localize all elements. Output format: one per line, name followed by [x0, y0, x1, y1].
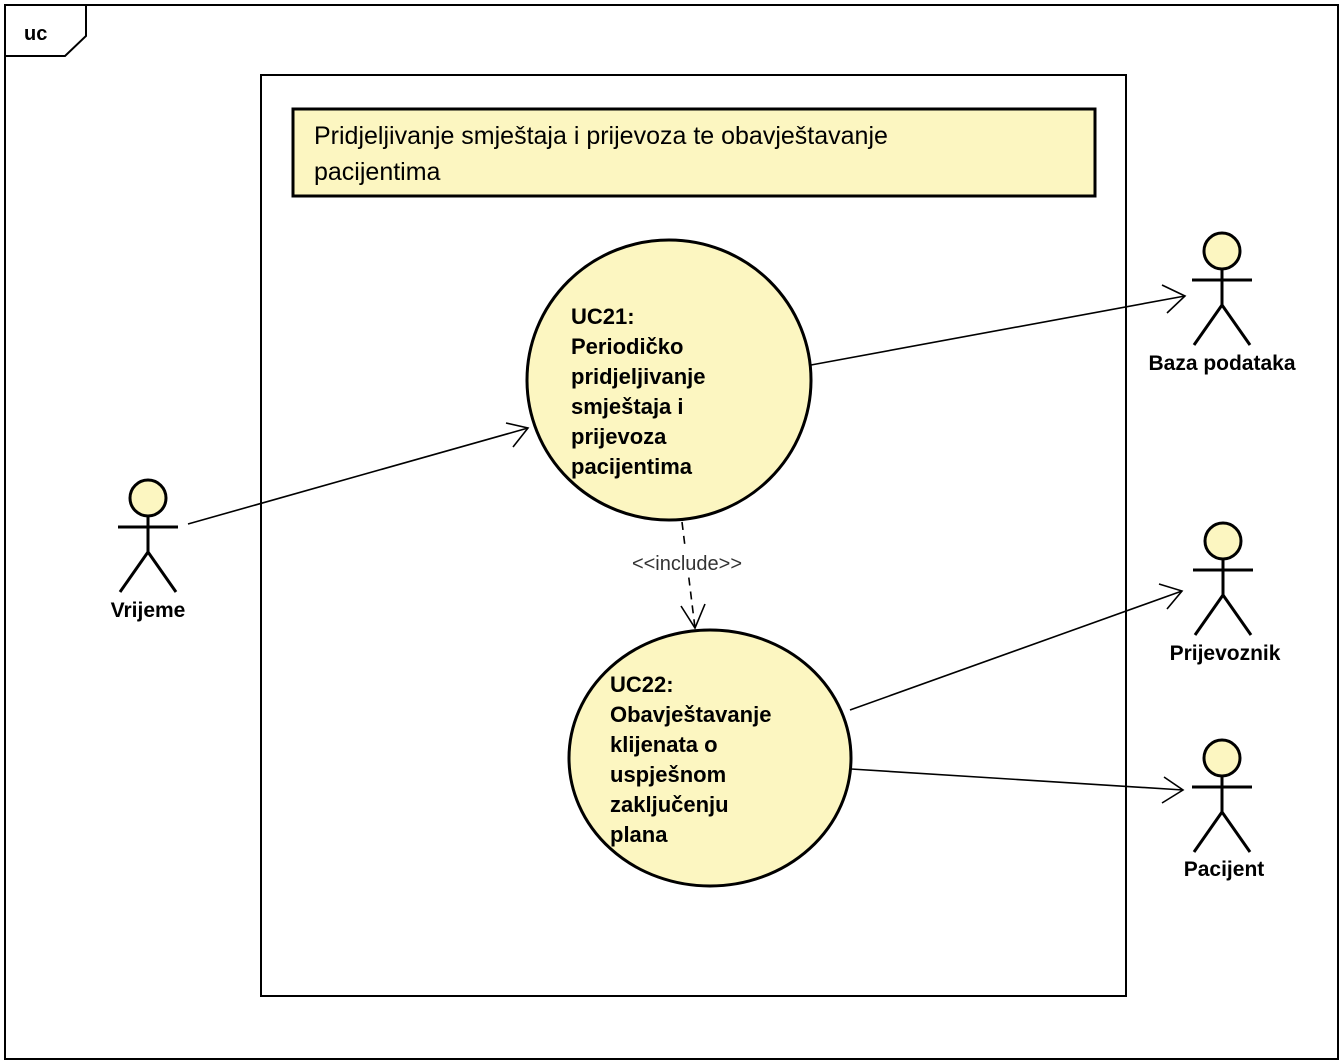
actor-baza-label: Baza podataka [1148, 352, 1295, 375]
arrowhead-pacijent [1161, 776, 1185, 804]
stick-figure-icon [118, 478, 178, 593]
use-case-uc22[interactable]: UC22: Obavještavanje klijenata o uspješn… [567, 628, 853, 888]
uc22-line-5: zaključenju [610, 792, 729, 817]
system-boundary [260, 74, 1127, 997]
include-arrowhead [680, 603, 706, 630]
stick-figure-icon [1193, 521, 1253, 636]
actor-vrijeme-label: Vrijeme [111, 599, 186, 622]
actor-prijevoznik-label: Prijevoznik [1170, 642, 1281, 665]
actor-vrijeme[interactable]: Vrijeme [111, 478, 186, 622]
stick-figure-icon [1192, 738, 1252, 853]
uc22-line-4: uspješnom [610, 762, 726, 787]
note-line-1: Pridjeljivanje smještaja i prijevoza te … [314, 122, 888, 150]
assoc-vrijeme-uc21[interactable] [187, 427, 529, 525]
title-note: Pridjeljivanje smještaja i prijevoza te … [291, 107, 1097, 198]
arrowhead-uc21 [505, 422, 530, 448]
include-line[interactable] [681, 521, 696, 629]
uc22-ellipse[interactable] [567, 628, 853, 888]
uc22-line-3: klijenata o [610, 732, 718, 757]
frame-tab [4, 4, 87, 57]
use-case-uc21[interactable]: UC21: Periodičko pridjeljivanje smještaj… [525, 238, 813, 522]
actor-pacijent[interactable]: Pacijent [1184, 738, 1265, 881]
uc21-ellipse[interactable] [525, 238, 813, 522]
actor-baza-podataka[interactable]: Baza podataka [1148, 231, 1296, 375]
assoc-uc22-prijevoznik[interactable] [849, 590, 1183, 711]
frame-label: uc [24, 23, 47, 45]
arrowhead-baza [1161, 284, 1187, 314]
include-label-bg [618, 548, 756, 576]
assoc-uc22-pacijent[interactable] [850, 768, 1184, 791]
assoc-uc21-baza[interactable] [810, 295, 1186, 366]
uc22-line-2: Obavještavanje [610, 702, 771, 727]
uc22-line-6: plana [610, 822, 668, 847]
stick-figure-icon [1192, 231, 1252, 346]
actor-pacijent-label: Pacijent [1184, 858, 1265, 881]
uc22-line-1: UC22: [610, 672, 674, 697]
include-dependency: <<include>> [618, 521, 756, 630]
uc21-line-5: prijevoza [571, 424, 667, 449]
associations [187, 284, 1187, 804]
uc21-line-4: smještaja i [571, 394, 684, 419]
include-label: <<include>> [632, 553, 742, 575]
actor-prijevoznik[interactable]: Prijevoznik [1170, 521, 1281, 665]
uc21-line-6: pacijentima [571, 454, 693, 479]
note-box [291, 107, 1097, 198]
arrowhead-prijevoznik [1158, 583, 1184, 610]
uc21-line-2: Periodičko [571, 334, 683, 359]
note-line-2: pacijentima [314, 158, 441, 186]
uc21-line-1: UC21: [571, 304, 635, 329]
uc21-line-3: pridjeljivanje [571, 364, 706, 389]
